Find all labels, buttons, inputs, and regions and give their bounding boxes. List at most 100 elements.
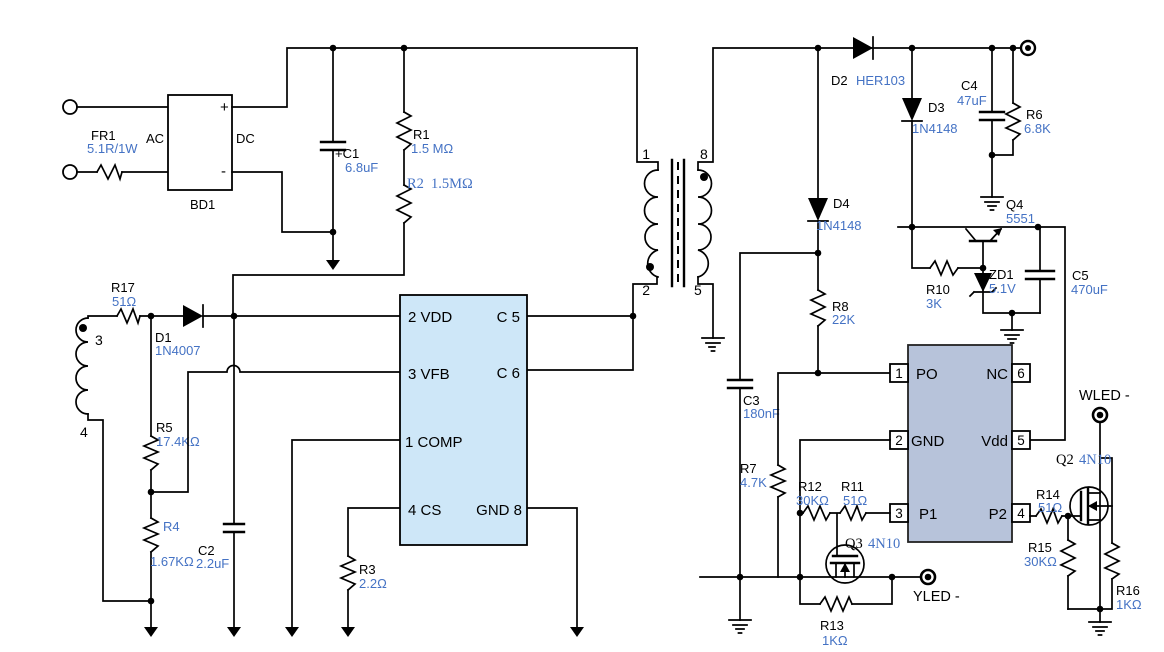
r15-ref: R15: [1028, 540, 1052, 555]
junction-dot: [1034, 223, 1042, 231]
r5-value: 17.4KΩ: [156, 434, 200, 449]
diode-d1: [183, 305, 203, 327]
diode-d2: [853, 37, 873, 59]
ic1-pin-comp: 1 COMP: [405, 434, 463, 451]
wire-r7: [777, 372, 819, 578]
ic2-pin-gnd: GND: [911, 433, 945, 450]
ground-arrow: [285, 627, 299, 637]
c5-value: 470uF: [1071, 282, 1108, 297]
ground-earth: [1000, 329, 1024, 344]
aux-winding-coil: [75, 317, 89, 415]
wire-q2-drain-source: [1067, 421, 1113, 623]
ic2-pin-nc: NC: [986, 366, 1008, 383]
diode-d3: [902, 98, 922, 121]
r5-ref: R5: [156, 420, 173, 435]
r6-value: 6.8K: [1024, 121, 1051, 136]
c2-value: 2.2uF: [196, 556, 229, 571]
junction-dot: [888, 573, 896, 581]
junction-dot: [1009, 44, 1017, 52]
junction-dot: [796, 573, 804, 581]
capacitor-c5: [1024, 269, 1056, 281]
junction-dot: [329, 44, 337, 52]
wire-gnd2: [799, 439, 891, 578]
ic2-pin5-num: 5: [1017, 433, 1025, 448]
junction-dot: [400, 44, 408, 52]
junction-dot: [736, 573, 744, 581]
ic1-pin-c5: C 5: [497, 309, 520, 326]
r16-ref: R16: [1116, 583, 1140, 598]
ic1-pin-c6: C 6: [497, 365, 520, 382]
r17-ref: R17: [111, 280, 135, 295]
capacitor-c1: [319, 140, 347, 152]
wire-pin8-rail: [697, 47, 1022, 171]
resistor-r17: [115, 306, 142, 326]
r11-ref: R11: [841, 479, 864, 494]
resistor-r1: [395, 110, 413, 152]
d1-ref: D1: [155, 330, 172, 345]
c3-value: 180nF: [743, 406, 780, 421]
ground-arrow: [341, 627, 355, 637]
ic2-pin-vdd: Vdd: [981, 433, 1008, 450]
wled-channel-section: WLED - R14 51Ω Q2 4N10 R15 30KΩ R16 1KΩ: [1024, 388, 1142, 636]
resistor-r3: [338, 554, 358, 592]
junction-dot: [988, 44, 996, 52]
zd1-value: 5.1V: [989, 281, 1016, 296]
r13-ref: R13: [820, 618, 844, 633]
ic-led-driver-body: [907, 344, 1013, 543]
r11-value: 51Ω: [843, 493, 867, 508]
wled-label: WLED -: [1079, 388, 1130, 404]
resistor-r10: [928, 258, 960, 278]
junction-dot: [908, 223, 916, 231]
transformer-pin8-label: 8: [700, 146, 708, 162]
d3-value: 1N4148: [912, 121, 958, 136]
wire-comp: [291, 439, 401, 628]
transformer-pin1-label: 1: [642, 146, 650, 162]
junction-dot: [230, 312, 238, 320]
ic2-pin-p1: P1: [919, 506, 937, 523]
d4-value: 1N4148: [816, 218, 862, 233]
zener-zd1: [974, 273, 992, 292]
wire-pin1: [636, 47, 659, 171]
wire-vdd5: [1029, 226, 1066, 441]
r2-ref: R2: [407, 176, 424, 192]
wire: [231, 47, 638, 108]
resistor-r13: [818, 594, 854, 614]
junction-dot: [147, 488, 155, 496]
d1-value: 1N4007: [155, 343, 201, 358]
q3-ref: Q3: [845, 536, 863, 552]
r10-ref: R10: [926, 282, 950, 297]
resistor-r15: [1058, 538, 1077, 578]
phase-dot: [700, 173, 708, 181]
transformer-pin2-label: 2: [642, 282, 650, 298]
ic1-pin-vfb: 3 VFB: [408, 366, 450, 383]
ic2-pin2-num: 2: [895, 433, 903, 448]
pinbox-5: [1011, 430, 1031, 450]
diode-d4: [808, 198, 828, 221]
resistor-r14: [1034, 506, 1064, 526]
wire-vfb: [150, 364, 401, 493]
r12-ref: R12: [798, 479, 822, 494]
aux-feedback-section: 3 4 R17 51Ω D1 1N4007 R5 17.4KΩ R4 1.67K…: [75, 280, 634, 637]
junction-dot: [1064, 512, 1072, 520]
d4-ref: D4: [833, 196, 850, 211]
ground-earth: [701, 337, 725, 352]
q4-value: 5551: [1006, 211, 1035, 226]
mosfet-q3-arrow: [840, 563, 850, 572]
ic2-pin3-num: 3: [895, 506, 903, 521]
ground-arrow: [144, 627, 158, 637]
wire-drain: [526, 315, 634, 371]
wire-r6: [991, 47, 1014, 156]
q2-ref: Q2: [1056, 452, 1074, 468]
bridge-rectifier-bd1: [167, 94, 233, 191]
ic-controller-body: [399, 294, 528, 546]
fr1-ref: FR1: [91, 128, 116, 143]
wire-r13: [799, 576, 893, 605]
r16-value: 1KΩ: [1116, 597, 1142, 612]
wire: [87, 413, 152, 602]
ic-controller: 2 VDD 3 VFB 1 COMP 4 CS C 5 C 6 GND 8: [399, 294, 528, 546]
c1-ref: +C1: [335, 146, 359, 161]
aux-pin4-label: 4: [80, 424, 88, 440]
d2-value: HER103: [856, 73, 905, 88]
transformer-core: [670, 158, 686, 288]
r3-ref: R3: [359, 562, 376, 577]
